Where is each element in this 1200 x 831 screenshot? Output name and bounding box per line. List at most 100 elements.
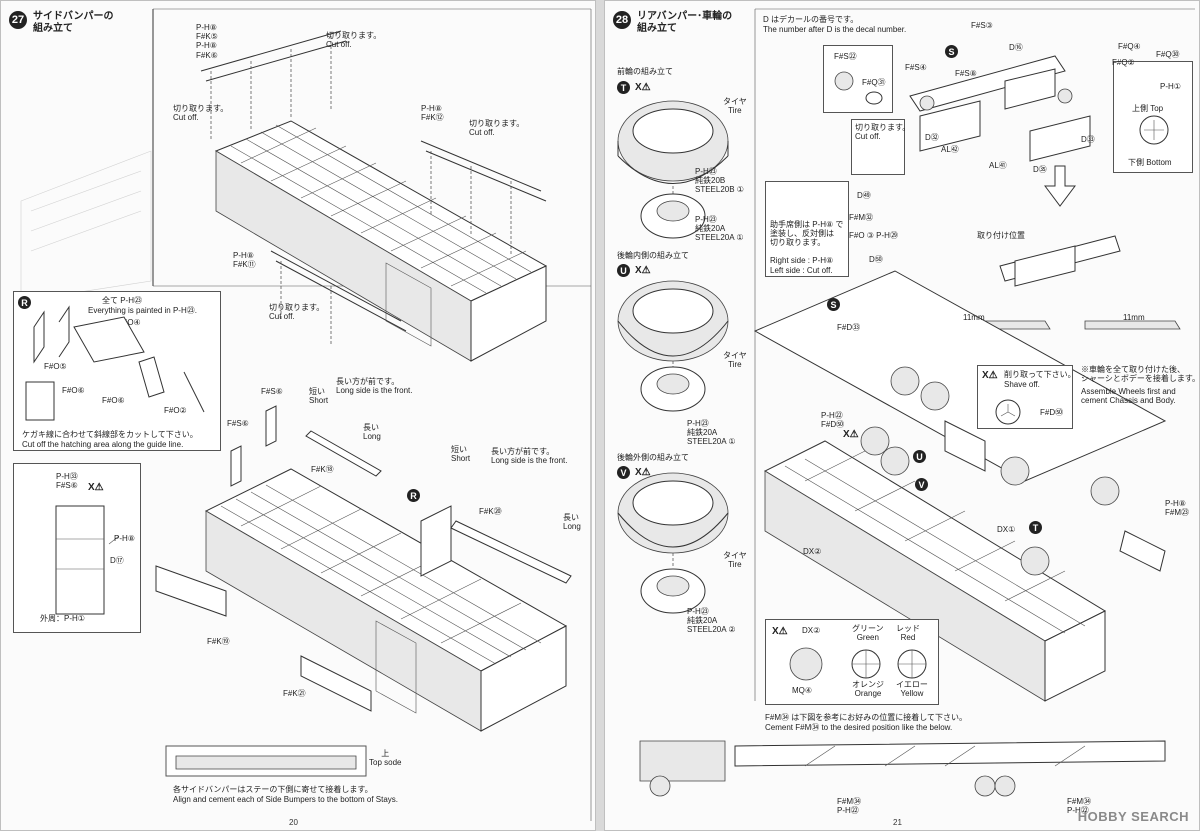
short-1: 短い Short bbox=[309, 387, 329, 406]
lamp-top: 上側 Top bbox=[1132, 104, 1164, 113]
fs22-label: F#S㉒ bbox=[834, 52, 857, 61]
cut-label-2: 切り取ります。 Cut off. bbox=[173, 104, 229, 123]
rear-inner-title: 後輪内側の組み立て bbox=[617, 251, 689, 260]
cut-label-4: 切り取ります。 Cut off. bbox=[269, 303, 325, 322]
rear-inner-p1: P-H㉓ 純鉄20A STEEL20A ① bbox=[687, 419, 736, 447]
step-28-number: 28 bbox=[613, 11, 631, 29]
fk19-label: F#K⑲ bbox=[207, 637, 230, 646]
rear-outer-p1: P-H㉓ 純鉄20A STEEL20A ② bbox=[687, 607, 736, 635]
paint-box-jp: 助手席側は P-H⑧ で 塗装し、反対側は 切り取ります。 bbox=[770, 220, 844, 248]
ph8-fm23: P-H⑧ F#M㉓ bbox=[1165, 499, 1189, 518]
cut-box: 切り取ります。 Cut off. bbox=[851, 119, 910, 175]
fk21-label: F#K㉑ bbox=[283, 689, 306, 698]
fm34-a: F#M㉞ P-H㉒ bbox=[837, 797, 861, 816]
front-wheel-title: 前輪の組み立て bbox=[617, 67, 673, 76]
badge-r: R bbox=[18, 296, 31, 309]
install-pos-label: 取り付け位置 bbox=[977, 231, 1025, 240]
pk11-label: P-H⑧ F#K⑪ bbox=[233, 251, 256, 270]
rear-inner-tire: タイヤ Tire bbox=[723, 351, 747, 370]
fo5-label: F#O⑤ bbox=[44, 362, 67, 371]
badge-t-2: T bbox=[1029, 521, 1042, 534]
top-side-label: 上 Top sode bbox=[369, 749, 402, 768]
badge-t: T bbox=[617, 81, 630, 94]
box-r-note-en: Cut off the hatching area along the guid… bbox=[22, 440, 184, 449]
front-wheel-x: X⚠ bbox=[635, 82, 651, 93]
fs22-box: F#S㉒ F#Q㉛ bbox=[823, 45, 893, 113]
badge-s: S bbox=[945, 45, 958, 58]
fd53-label: F#D㉝ bbox=[837, 323, 861, 332]
paint-en: Everything is painted in P-H㉓. bbox=[88, 306, 197, 315]
decal-note-jp: D はデカールの番号です。 bbox=[763, 15, 859, 24]
box-r-note-jp: ケガキ線に合わせて斜線部をカットして下さい。 bbox=[22, 430, 198, 439]
left-page-lines bbox=[20, 8, 592, 821]
color-dx2: DX② bbox=[802, 626, 821, 635]
page-number-right: 21 bbox=[893, 818, 902, 827]
detail-ph8: P-H⑧ bbox=[114, 534, 135, 543]
long-1: 長い Long bbox=[363, 423, 381, 442]
detail-parts: P-H㉝ F#S⑥ bbox=[56, 472, 78, 491]
left-page: 27 サイドバンパーの 組み立て bbox=[0, 0, 596, 831]
long-2: 長い Long bbox=[563, 513, 581, 532]
truck-side-drawing bbox=[639, 740, 1166, 797]
fm-label: F#M㉜ bbox=[849, 213, 873, 222]
d35-label: D㉟ bbox=[1033, 165, 1047, 174]
ph1-label: P-H① bbox=[1160, 82, 1181, 91]
fo6b-label: F#O⑥ bbox=[102, 396, 125, 405]
box-r-drawing bbox=[25, 305, 205, 421]
d50-label: D㊿ bbox=[869, 255, 883, 264]
shave-fd: F#D㊿ bbox=[1040, 408, 1064, 417]
fo3-label: F#O ③ P-H㉙ bbox=[849, 231, 898, 240]
badge-v-2: V bbox=[915, 478, 928, 491]
fq2-label: F#Q② bbox=[1112, 58, 1135, 67]
badge-s-2: S bbox=[827, 298, 840, 311]
fq30-label: F#Q㉚ bbox=[1156, 50, 1180, 59]
front-wheel-p2: P-H㉓ 純鉄20A STEEL20A ① bbox=[695, 215, 744, 243]
bumper-note-jp: 各サイドバンパーはステーの下側に寄せて接着します。 bbox=[173, 785, 373, 794]
detail-outer: 外周：P-H① bbox=[40, 614, 85, 623]
rear-outer-x: X⚠ bbox=[635, 467, 651, 478]
al51-label: AL㊶ bbox=[989, 161, 1007, 170]
color-x: X⚠ bbox=[772, 626, 788, 637]
d32-label: D㉜ bbox=[925, 133, 939, 142]
ph22-fd50: P-H㉒ F#D㊿ bbox=[821, 411, 845, 430]
fs6b-label: F#S⑥ bbox=[227, 419, 249, 428]
rear-inner-wheel-drawing bbox=[617, 280, 729, 412]
short-2: 短い Short bbox=[451, 445, 471, 464]
badge-r-2: R bbox=[407, 489, 420, 502]
detail-box-fs6: P-H㉝ F#S⑥ X⚠ P-H⑧ D⑰ 外周：P-H① bbox=[13, 463, 141, 633]
fk20-label: F#K⑳ bbox=[479, 507, 502, 516]
long-front-1: 長い方が前です。 Long side is the front. bbox=[336, 377, 413, 396]
cut-label-1: 切り取ります。 Cut off. bbox=[326, 31, 382, 50]
fs4-label: F#S④ bbox=[905, 63, 927, 72]
color-mq4: MQ④ bbox=[792, 686, 813, 695]
lamp-box: F#Q④ F#Q㉚ F#Q② P-H① 上側 Top 下側 Bottom bbox=[1112, 42, 1193, 173]
pk12-label: P-H⑧ F#K⑫ bbox=[421, 104, 444, 123]
fs3-label: F#S③ bbox=[971, 21, 993, 30]
color-yellow: イエロー Yellow bbox=[896, 680, 928, 699]
shave-en: Shave off. bbox=[1004, 380, 1040, 389]
trailer-top-illustration bbox=[200, 30, 548, 362]
fs8-label: F#S⑧ bbox=[955, 69, 977, 78]
dx2-label: DX② bbox=[803, 547, 822, 556]
detail-x-mark: X⚠ bbox=[88, 482, 104, 493]
rear-outer-wheel-drawing bbox=[617, 472, 729, 614]
fo6-label: F#O⑥ bbox=[62, 386, 85, 395]
fm34-note-en: Cement F#M㉞ to the desired position like… bbox=[765, 723, 953, 732]
color-orange: オレンジ Orange bbox=[852, 680, 884, 699]
rear-inner-x: X⚠ bbox=[635, 265, 651, 276]
bumper-note-en: Align and cement each of Side Bumpers to… bbox=[173, 795, 399, 804]
x-mark-2: X⚠ bbox=[843, 429, 859, 440]
fm34-b: F#M㉞ P-H㉒ bbox=[1067, 797, 1091, 816]
badge-v: V bbox=[617, 466, 630, 479]
detail-box-r: R 全て P-H㉓ Everything is painted in P-H㉓.… bbox=[13, 291, 221, 451]
front-wheel-drawing bbox=[617, 100, 729, 239]
fq4-label: F#Q④ bbox=[1118, 42, 1141, 51]
dim-2: 11mm bbox=[1123, 313, 1145, 322]
detail-d: D⑰ bbox=[110, 556, 124, 565]
right-page: 28 リアバンパー･車輪の 組み立て D はデカールの番号です。 The num… bbox=[604, 0, 1200, 831]
fo4-label: F#O④ bbox=[118, 318, 141, 327]
page-number-left: 20 bbox=[289, 818, 298, 827]
step-27-number: 27 bbox=[9, 11, 27, 29]
shave-x: X⚠ bbox=[982, 370, 998, 381]
detail-stay-drawing bbox=[55, 505, 120, 615]
